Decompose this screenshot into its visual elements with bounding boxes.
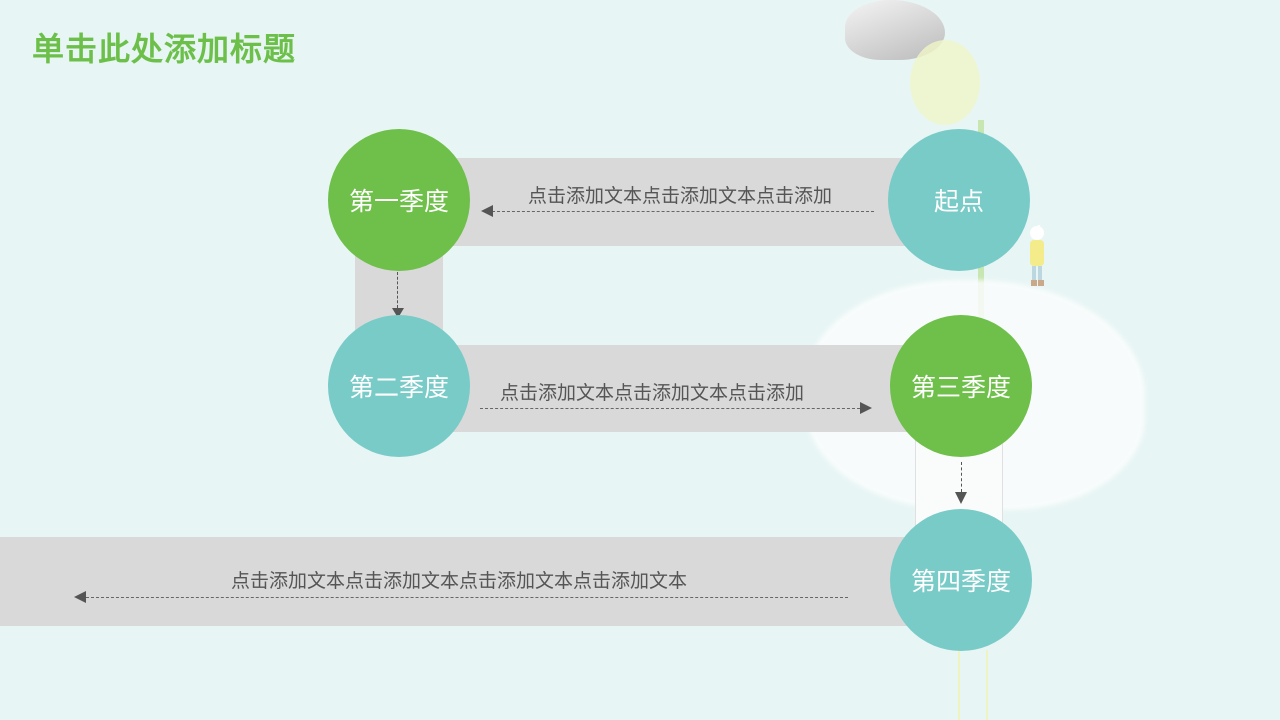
node-q1[interactable]: 第一季度 bbox=[328, 129, 470, 271]
bottom-bar bbox=[0, 537, 915, 626]
slide-title[interactable]: 单击此处添加标题 bbox=[32, 30, 297, 68]
middle-bar bbox=[440, 345, 915, 432]
middle-arrow-line bbox=[480, 408, 860, 409]
top-bar bbox=[440, 158, 915, 246]
node-q3[interactable]: 第三季度 bbox=[890, 315, 1032, 457]
arrow-right-icon bbox=[860, 402, 872, 414]
bottom-arrow-line bbox=[86, 597, 848, 598]
middle-label[interactable]: 点击添加文本点击添加文本点击添加 bbox=[500, 382, 805, 404]
node-q2[interactable]: 第二季度 bbox=[328, 315, 470, 457]
right-down-line bbox=[961, 462, 962, 492]
roots-illustration bbox=[958, 650, 988, 720]
top-arrow-line bbox=[492, 211, 874, 212]
arrow-left-icon bbox=[481, 205, 493, 217]
node-q4[interactable]: 第四季度 bbox=[890, 509, 1032, 651]
bud-illustration bbox=[910, 40, 980, 125]
bunny-illustration bbox=[1030, 225, 1044, 286]
arrow-down-icon bbox=[392, 308, 404, 318]
arrow-down-icon bbox=[955, 492, 967, 504]
node-start[interactable]: 起点 bbox=[888, 129, 1030, 271]
left-down-line bbox=[397, 272, 398, 308]
bottom-label[interactable]: 点击添加文本点击添加文本点击添加文本点击添加文本 bbox=[231, 570, 688, 592]
arrow-left-icon bbox=[74, 591, 86, 603]
top-label[interactable]: 点击添加文本点击添加文本点击添加 bbox=[528, 185, 833, 207]
